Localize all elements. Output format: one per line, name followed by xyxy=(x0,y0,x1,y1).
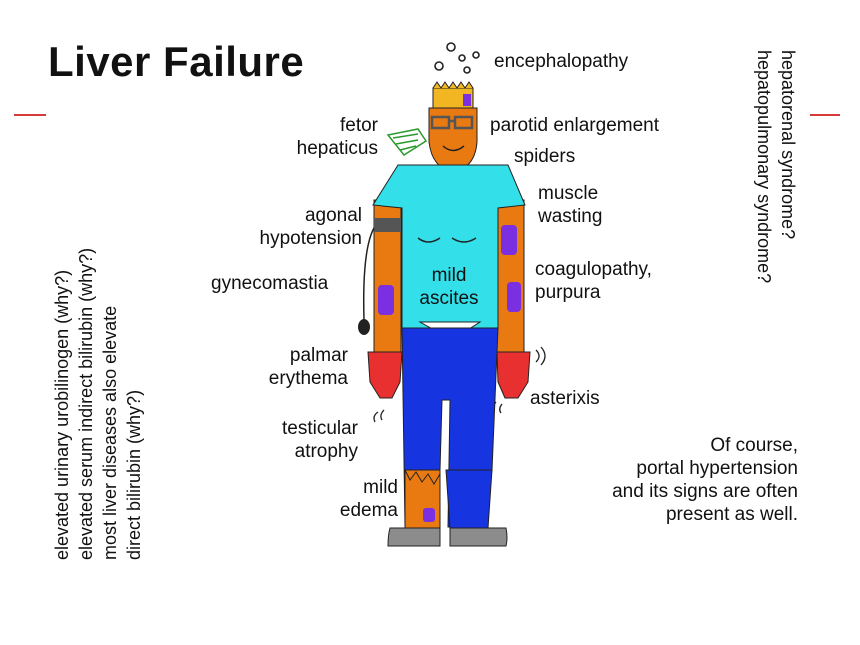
label-asterixis: asterixis xyxy=(530,388,600,409)
right-shoe xyxy=(449,527,508,547)
syndrome-notes: hepatorenal syndrome? hepatopulmonary sy… xyxy=(754,50,798,284)
right-hand xyxy=(496,351,531,399)
left-hand xyxy=(367,351,403,399)
left-accent-line xyxy=(14,114,46,116)
label-coagulopathy-purpura: coagulopathy, purpura xyxy=(535,259,652,303)
label-encephalopathy: encephalopathy xyxy=(494,51,629,72)
right-accent-line xyxy=(810,114,840,116)
right-arm xyxy=(496,199,525,353)
portal-hypertension-note: Of course, portal hypertension and its s… xyxy=(612,435,798,525)
page-title: Liver Failure xyxy=(48,38,305,85)
label-agonal-hypotension: agonal hypotension xyxy=(259,205,362,249)
label-gynecomastia: gynecomastia xyxy=(211,273,329,294)
bilirubin-notes: elevated urinary urobilinogen (why?) ele… xyxy=(52,247,144,560)
encephalopathy-bubbles-icon xyxy=(434,42,480,74)
label-mild-ascites: mild ascites xyxy=(419,265,479,309)
label-testicular-atrophy: testicular atrophy xyxy=(281,418,358,462)
left-shoe xyxy=(387,527,441,547)
label-fetor-hepaticus: fetor hepaticus xyxy=(296,115,378,159)
label-parotid-enlargement: parotid enlargement xyxy=(490,115,659,136)
label-muscle-wasting: muscle wasting xyxy=(538,183,603,227)
label-palmar-erythema: palmar erythema xyxy=(268,345,348,389)
breath-icon xyxy=(386,128,428,156)
label-mild-edema: mild edema xyxy=(339,477,398,521)
label-spiders: spiders xyxy=(514,146,576,167)
